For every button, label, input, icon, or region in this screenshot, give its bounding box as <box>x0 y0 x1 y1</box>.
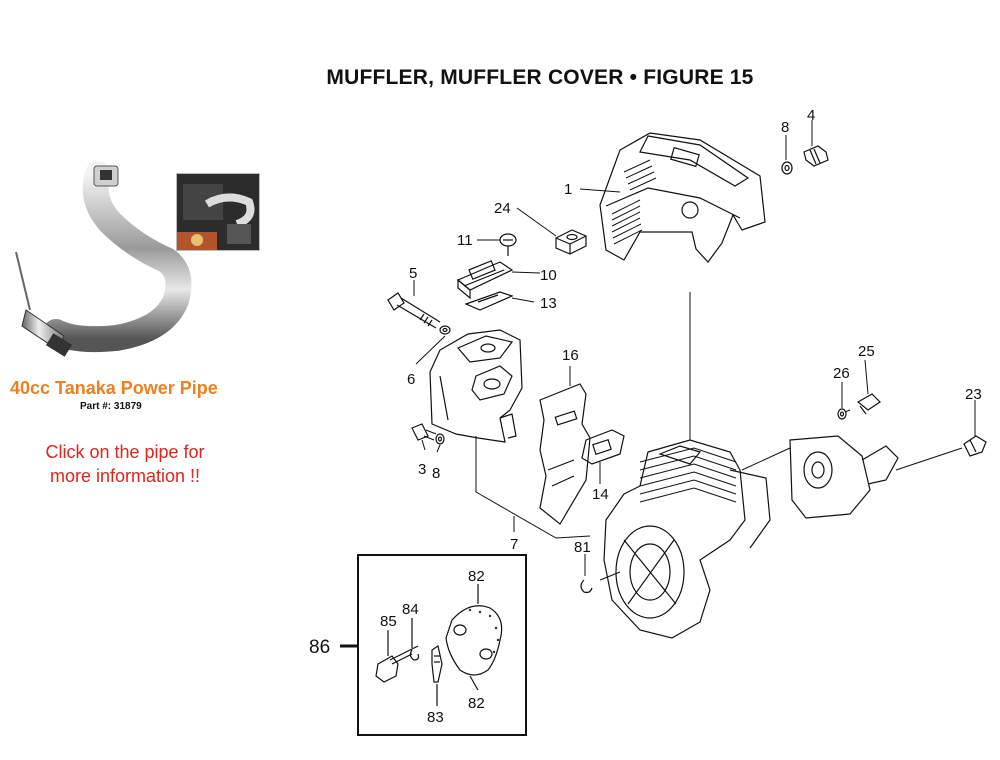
callout-8-top: 8 <box>781 119 789 136</box>
callout-7: 7 <box>510 536 518 553</box>
callout-25: 25 <box>858 343 875 360</box>
power-pipe-link[interactable] <box>6 160 256 420</box>
callout-84: 84 <box>402 601 419 618</box>
bolt-5 <box>387 292 441 329</box>
callout-81: 81 <box>574 539 591 556</box>
callout-82-bottom: 82 <box>468 695 485 712</box>
callout-6: 6 <box>407 371 415 388</box>
promo-product-name[interactable]: 40cc Tanaka Power Pipe <box>10 378 218 398</box>
callout-1: 1 <box>564 181 572 198</box>
callout-85: 85 <box>380 613 397 630</box>
callout-82-top: 82 <box>468 568 485 585</box>
callout-24: 24 <box>494 200 511 217</box>
power-pipe-image[interactable] <box>6 160 256 380</box>
gasket-13 <box>464 291 514 311</box>
callout-11: 11 <box>457 232 473 249</box>
promo-instruction: Click on the pipe for more information !… <box>12 440 238 488</box>
muffler-body <box>429 329 523 443</box>
leader-lines <box>413 120 976 581</box>
promo-note-line2: more information !! <box>49 466 201 486</box>
callout-10: 10 <box>540 267 557 284</box>
screw-11 <box>499 233 517 256</box>
muffler-cover <box>599 132 766 263</box>
page-title: MUFFLER, MUFFLER COVER • FIGURE 15 <box>326 66 754 89</box>
bolt-23 <box>963 435 987 457</box>
callout-8-left: 8 <box>432 465 440 482</box>
callout-5: 5 <box>409 265 417 282</box>
callout-13: 13 <box>540 295 557 312</box>
washer-6 <box>439 325 451 335</box>
callout-3: 3 <box>418 461 426 478</box>
bolt-3 <box>411 423 437 441</box>
callout-23: 23 <box>965 386 982 403</box>
rubber-spacer-24 <box>555 229 587 255</box>
gasket-14 <box>581 429 625 465</box>
engine-block <box>603 439 771 639</box>
promo-note-line1: Click on the pipe for <box>45 442 205 462</box>
washer-26 <box>837 408 847 420</box>
starter-housing <box>789 435 899 519</box>
bolt-4 <box>803 145 829 167</box>
washer-8-left <box>435 433 445 445</box>
callout-14: 14 <box>592 486 609 503</box>
gasket-16 <box>539 383 591 525</box>
callout-83: 83 <box>427 709 444 726</box>
engine-thumbnail[interactable] <box>176 173 260 251</box>
washer-8-top <box>781 161 793 175</box>
callout-16: 16 <box>562 347 579 364</box>
clip-81 <box>580 579 593 594</box>
spark-arrestor-10 <box>456 260 514 300</box>
callout-86: 86 <box>309 637 330 658</box>
bolt-25 <box>856 393 881 415</box>
callout-26: 26 <box>833 365 850 382</box>
callout-4: 4 <box>807 107 815 124</box>
promo-part-number: Part #: 31879 <box>80 401 142 412</box>
clutch-inset <box>340 554 527 736</box>
